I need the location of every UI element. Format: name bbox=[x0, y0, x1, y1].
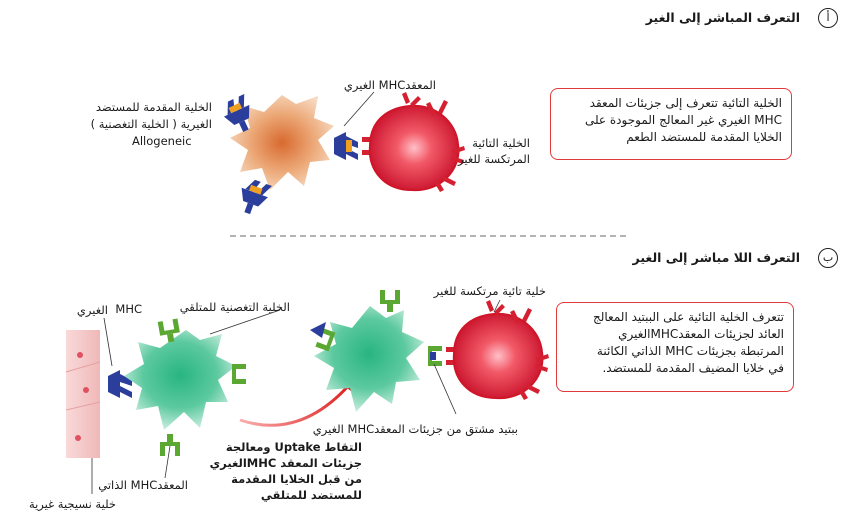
tissue-cell-nucleus bbox=[75, 435, 81, 441]
allo-mhc-molecule-top-left bbox=[223, 93, 250, 132]
self-mhc-right-top bbox=[380, 290, 400, 312]
box-b-line4: في خلايا المضيف المقدمة للمستضد. bbox=[602, 361, 784, 375]
box-a-line1: الخلية التائية تتعرف إلى جزيئات المعقد bbox=[589, 96, 782, 110]
apc-label-line2: الغيرية ( الخلية التغصنية ) bbox=[90, 117, 212, 131]
dendritic-cell-label: الخلية التغصنية للمتلقي bbox=[179, 300, 290, 314]
alloreactive-t-cell-b bbox=[452, 312, 544, 400]
allogeneic-dendritic-cell bbox=[230, 95, 334, 190]
tissue-cell-border bbox=[65, 361, 101, 373]
uptake-label-line2: جزيئات المعقد MHCالغيري bbox=[209, 456, 362, 470]
alloreactive-t-cell-a bbox=[368, 104, 460, 192]
box-a-line2: MHC الغيري غير المعالج الموجودة على bbox=[584, 113, 782, 127]
explanation-box-b: تتعرف الخلية التائية على الببتيد المعالج… bbox=[556, 302, 794, 392]
alloreactive-tcell-label-b: خلية تائية مرتكسة للغير bbox=[433, 284, 546, 298]
box-b-line2: العائد لجزيئات المعقدMHCالغيري bbox=[618, 327, 784, 341]
box-b-line3: المرتبطة بجزيئات MHC الذاتي الكائنة bbox=[596, 344, 784, 358]
allogeneic-tissue-cells bbox=[66, 330, 100, 458]
peptide-fragment bbox=[310, 322, 326, 338]
self-mhc-left-bottom bbox=[160, 434, 180, 456]
mhc-allo-label-a: المعقدMHC الغيري bbox=[343, 78, 436, 92]
box-a-line3: الخلايا المقدمة للمستضد الطعم bbox=[626, 130, 782, 144]
recipient-dendritic-cell-right bbox=[314, 306, 424, 412]
allo-mhc-molecule-bottom bbox=[241, 179, 272, 215]
allo-mhc-molecule-contact bbox=[334, 132, 358, 160]
explanation-box-a: الخلية التائية تتعرف إلى جزيئات المعقد M… bbox=[550, 88, 792, 160]
self-mhc-right-left bbox=[315, 327, 336, 352]
t-cell-receptor-b bbox=[486, 300, 549, 400]
mhc-allo-label-b-line1: MHC bbox=[115, 302, 142, 316]
leader-lines bbox=[91, 91, 501, 494]
presented-peptide bbox=[430, 352, 436, 360]
mhc-allo-label-b-line2: الغيري bbox=[76, 303, 108, 317]
tcell-label-a-line2: المرتكسة للغير bbox=[458, 152, 530, 166]
tissue-cell-border bbox=[65, 401, 101, 411]
uptake-arrow bbox=[239, 383, 352, 427]
self-mhc-right-contact bbox=[428, 346, 442, 366]
tissue-cell-label: خلية نسيجية غيرية bbox=[28, 497, 116, 511]
box-b-line1: تتعرف الخلية التائية على الببتيد المعالج bbox=[593, 310, 784, 324]
t-cell-receptor-a-top bbox=[402, 92, 465, 192]
tissue-cell-nucleus bbox=[83, 387, 89, 393]
allogeneic-label: Allogeneic bbox=[132, 134, 192, 148]
apc-label-line1: الخلية المقدمة للمستضد bbox=[95, 100, 212, 114]
self-mhc-label: المعقدMHC الذاتي bbox=[98, 478, 188, 492]
uptake-label-line4: للمستضد للمتلقي bbox=[260, 488, 362, 502]
section-a-title: التعرف المباشر إلى الغير bbox=[645, 10, 800, 25]
tissue-cell-nucleus bbox=[77, 352, 83, 358]
recipient-dendritic-cell-left bbox=[124, 330, 236, 430]
section-b-letter: ب bbox=[818, 248, 838, 268]
section-b-title: التعرف اللا مباشر إلى الغير bbox=[632, 250, 800, 265]
allo-mhc-on-tissue bbox=[108, 370, 132, 398]
uptake-label-line1: التقاط Uptake ومعالجة bbox=[225, 440, 362, 454]
self-mhc-left-top bbox=[157, 318, 180, 343]
self-mhc-left-right bbox=[232, 364, 246, 384]
uptake-label-line3: من قبل الخلايا المقدمة bbox=[231, 472, 362, 486]
peptide-label: ببتيد مشتق من جزيئات المعقدMHC الغيري bbox=[312, 422, 518, 436]
tcell-label-a-line1: الخلية التائية bbox=[472, 136, 530, 150]
section-a-letter: أ bbox=[818, 8, 838, 28]
